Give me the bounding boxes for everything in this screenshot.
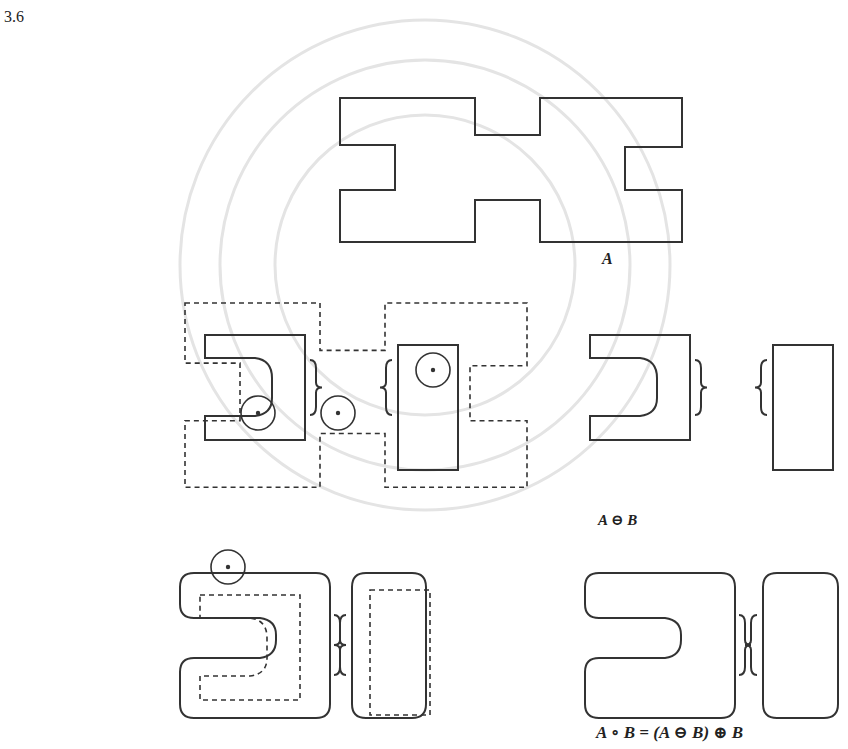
- eroded-left-dashed: [200, 595, 300, 700]
- brace: [755, 360, 767, 415]
- brace: [695, 360, 707, 415]
- shape-outlines: [180, 98, 838, 718]
- structuring-origin: [256, 411, 260, 415]
- structuring-element: [241, 396, 275, 430]
- brace: [310, 360, 322, 415]
- opening-right-piece: [763, 573, 838, 718]
- set-a-outline: [340, 98, 682, 242]
- watermark-seal: [180, 20, 670, 510]
- eroded-right-piece: [398, 345, 458, 470]
- brace: [334, 615, 346, 675]
- brace: [334, 615, 346, 675]
- figure-number: 3.6: [4, 8, 24, 26]
- eroded-right-dashed: [370, 590, 430, 715]
- formula-label: A ∘ B = (A ⊖ B) ⊕ B: [596, 724, 743, 743]
- structuring-origin: [226, 565, 230, 569]
- erosion-left-piece: [590, 335, 690, 440]
- erosion-right-piece: [773, 345, 833, 470]
- set-label: A: [602, 250, 613, 268]
- structuring-element: [416, 353, 450, 387]
- opened-left-piece: [180, 573, 330, 718]
- operation-label: A ⊖ B: [598, 512, 637, 529]
- structuring-element: [211, 550, 245, 584]
- eroded-left-piece: [205, 335, 305, 440]
- structuring-origin: [336, 411, 340, 415]
- structuring-origin: [431, 368, 435, 372]
- opening-left-piece: [585, 573, 735, 718]
- brace: [745, 615, 757, 675]
- opened-right-piece: [352, 573, 426, 718]
- structuring-element: [321, 396, 355, 430]
- brace: [380, 360, 392, 415]
- set-a-dashed: [185, 303, 527, 487]
